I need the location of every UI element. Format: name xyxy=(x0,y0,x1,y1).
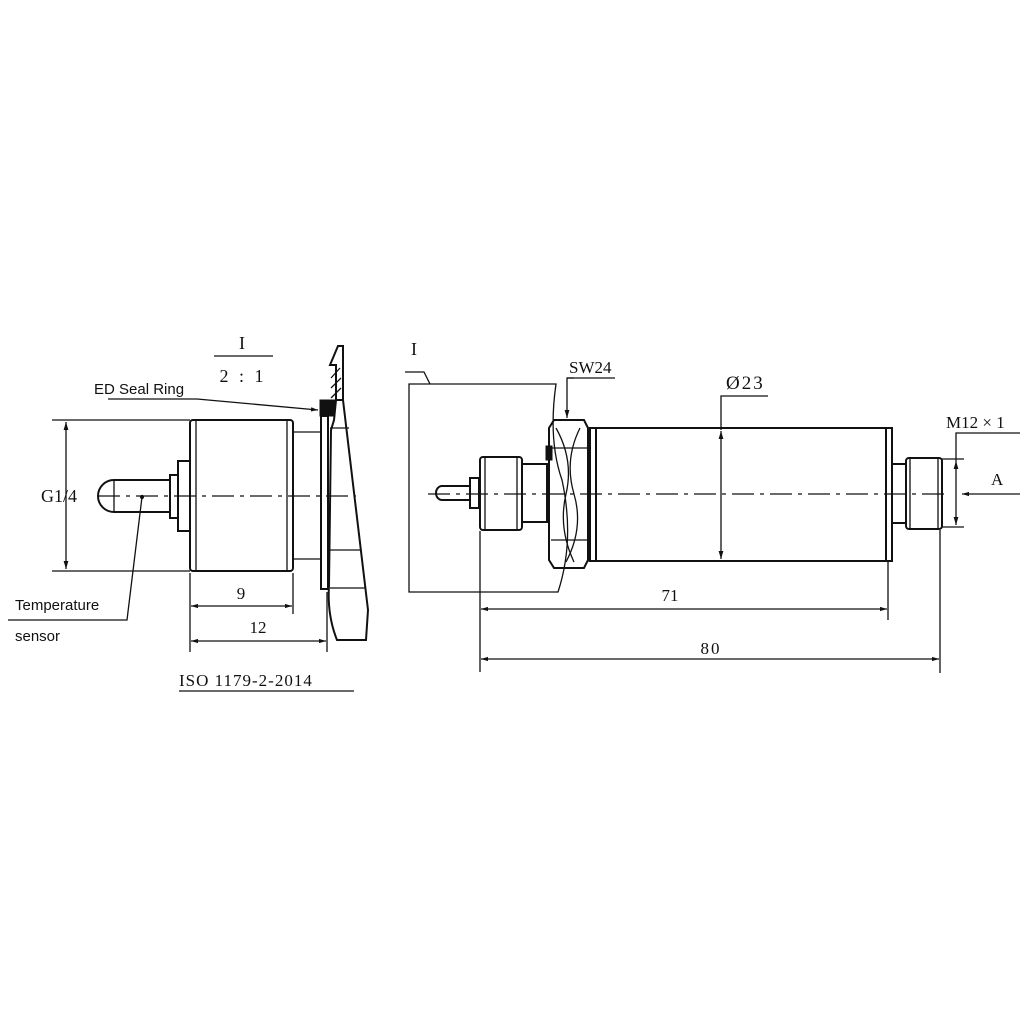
standard-label: ISO 1179-2-2014 xyxy=(179,671,313,690)
detail-view: I 2 : 1 ED Seal Ring G xyxy=(8,333,370,692)
view-arrow-label: A xyxy=(991,470,1004,489)
sensor-leader xyxy=(8,496,143,621)
seal-ring-leader xyxy=(108,398,319,412)
diameter-label: Ø23 xyxy=(726,373,765,394)
detail-ref-label: I xyxy=(411,339,417,359)
wrench-size-leader xyxy=(564,377,574,418)
sensor-label-line1: Temperature xyxy=(15,597,99,614)
main-probe-step xyxy=(469,477,480,509)
dim-9-label: 9 xyxy=(237,584,246,603)
hex-nut xyxy=(548,419,589,569)
dim-80-label: 80 xyxy=(701,639,722,658)
sensor-label-line2: sensor xyxy=(15,628,60,645)
seal-ring xyxy=(319,399,336,417)
scale-label: 2 : 1 xyxy=(219,366,266,386)
main-view: I SW24 Ø23 xyxy=(405,339,1020,673)
detail-label: I xyxy=(239,333,245,353)
seal-ring-label: ED Seal Ring xyxy=(94,381,184,398)
dim-12-label: 12 xyxy=(250,618,267,637)
dim-71-label: 71 xyxy=(662,586,679,605)
wall-body xyxy=(327,399,370,641)
wrench-size-label: SW24 xyxy=(569,358,612,377)
thread-label: G1/4 xyxy=(41,486,77,506)
connector-thread-label: M12 × 1 xyxy=(946,413,1005,432)
washer xyxy=(320,415,329,590)
neck xyxy=(521,463,548,523)
detail-callout-boundary xyxy=(408,383,569,593)
main-probe xyxy=(435,485,471,501)
